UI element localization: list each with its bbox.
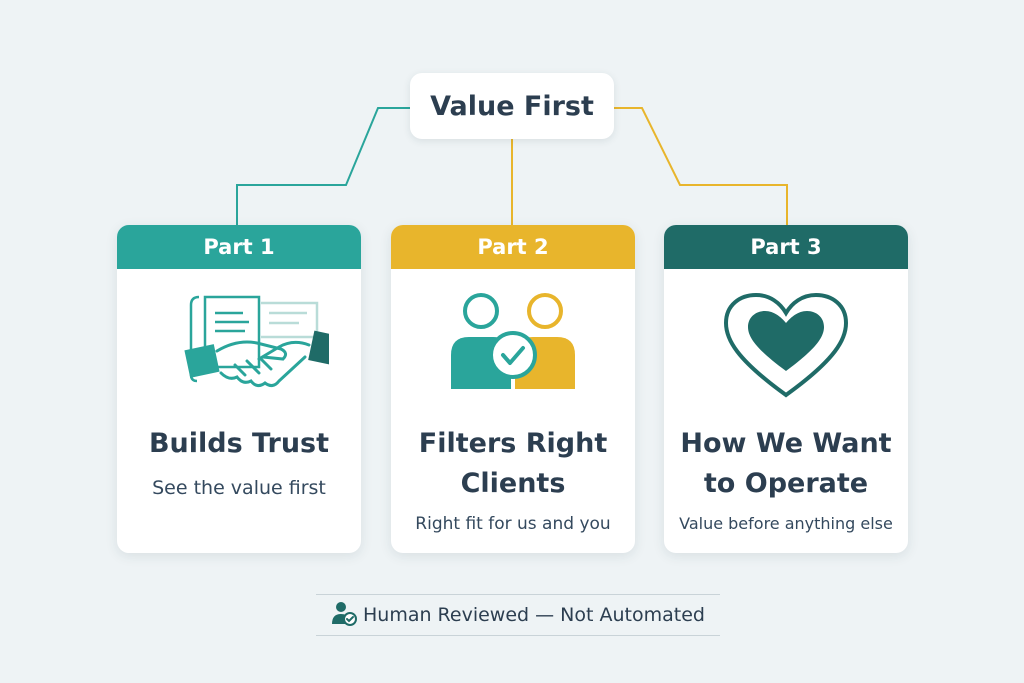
- card-subtitle: Value before anything else: [679, 514, 893, 533]
- footer-badge: Human Reviewed — Not Automated: [316, 594, 720, 636]
- card-title-line: Clients: [460, 468, 566, 499]
- card-header: Part 2: [391, 225, 635, 269]
- card-part-2: Part 2 Filters Right Clients Right fit f…: [391, 225, 635, 553]
- card-title-line: to Operate: [703, 468, 869, 499]
- card-header-label: Part 3: [750, 235, 822, 259]
- heart-icon: [664, 289, 908, 409]
- connector-part-3: [614, 107, 788, 225]
- card-header: Part 1: [117, 225, 361, 269]
- root-label: Value First: [430, 90, 594, 122]
- card-part-1: Part 1 Builds Trust See the value first: [117, 225, 361, 553]
- card-title: Filters Right Clients: [399, 424, 627, 504]
- card-title-line: Builds Trust: [148, 428, 330, 459]
- root-node: Value First: [410, 73, 614, 139]
- card-header-label: Part 1: [203, 235, 275, 259]
- card-subtitle: Right fit for us and you: [415, 514, 611, 534]
- card-title-line: Filters Right: [418, 428, 608, 459]
- footer-text: Human Reviewed — Not Automated: [363, 604, 705, 626]
- card-title: How We Want to Operate: [672, 424, 900, 504]
- card-header-label: Part 2: [477, 235, 549, 259]
- card-part-3: Part 3 How We Want to Operate Value befo…: [664, 225, 908, 553]
- people-check-icon: [391, 289, 635, 409]
- card-title-line: How We Want: [680, 428, 892, 459]
- connector-part-1: [236, 107, 410, 225]
- card-subtitle: See the value first: [152, 477, 326, 499]
- handshake-document-icon: [117, 289, 361, 409]
- user-check-icon: [331, 600, 357, 630]
- card-header: Part 3: [664, 225, 908, 269]
- card-title: Builds Trust: [125, 424, 353, 464]
